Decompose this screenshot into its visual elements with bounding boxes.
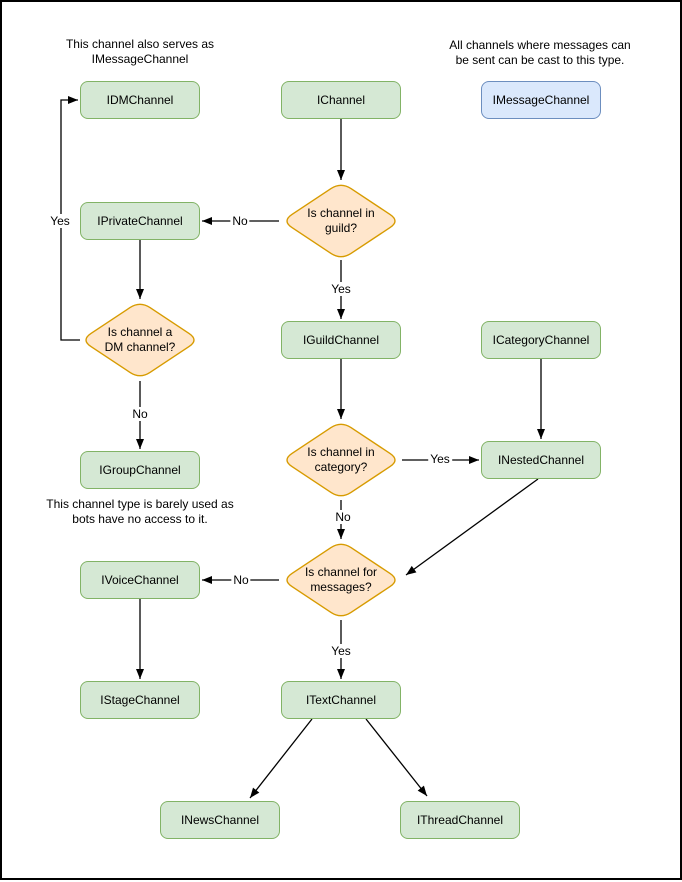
note-dm-serves: This channel also serves as IMessageChan… <box>65 37 215 66</box>
node-icategorychannel: ICategoryChannel <box>481 321 601 359</box>
edge-label-category-no: No <box>333 510 353 524</box>
decision-in-category-shape <box>286 423 396 497</box>
note-group-barely-used: This channel type is barely used as bots… <box>46 497 234 526</box>
edge-label-category-yes: Yes <box>428 452 452 466</box>
node-imessagechannel: IMessageChannel <box>481 81 601 119</box>
edge-label-messages-yes: Yes <box>329 644 353 658</box>
node-igroupchannel: IGroupChannel <box>80 451 200 489</box>
node-inestedchannel: INestedChannel <box>481 441 601 479</box>
decision-in-guild-shape <box>286 184 396 258</box>
node-ichannel: IChannel <box>281 81 401 119</box>
edge-inested-to-messages-decision <box>405 478 539 576</box>
decision-is-dm-label: Is channel a DM channel? <box>104 325 176 354</box>
decision-is-dm-shape <box>85 303 195 377</box>
node-ivoicechannel: IVoiceChannel <box>80 561 200 599</box>
node-iguildchannel: IGuildChannel <box>281 321 401 359</box>
edge-label-dm-no: No <box>130 407 150 421</box>
edge-label-guild-no: No <box>230 214 250 228</box>
edge-label-messages-no: No <box>231 573 251 587</box>
edge-itext-to-inews <box>249 718 313 799</box>
node-istagechannel: IStageChannel <box>80 681 200 719</box>
node-idmchannel: IDMChannel <box>80 81 200 119</box>
node-itextchannel: ITextChannel <box>281 681 401 719</box>
edge-label-dm-yes: Yes <box>48 214 72 228</box>
node-iprivatechannel: IPrivateChannel <box>80 202 200 240</box>
node-inewschannel: INewsChannel <box>160 801 280 839</box>
decision-in-category-label: Is channel in category? <box>307 445 375 474</box>
decision-in-guild-label: Is channel in guild? <box>307 206 375 235</box>
edge-itext-to-ithread <box>365 718 428 797</box>
edge-label-guild-yes: Yes <box>329 282 353 296</box>
note-message-cast: All channels where messages can be sent … <box>449 38 631 67</box>
decision-for-messages-label: Is channel for messages? <box>304 565 378 594</box>
node-ithreadchannel: IThreadChannel <box>400 801 520 839</box>
decision-for-messages-shape <box>286 543 396 617</box>
